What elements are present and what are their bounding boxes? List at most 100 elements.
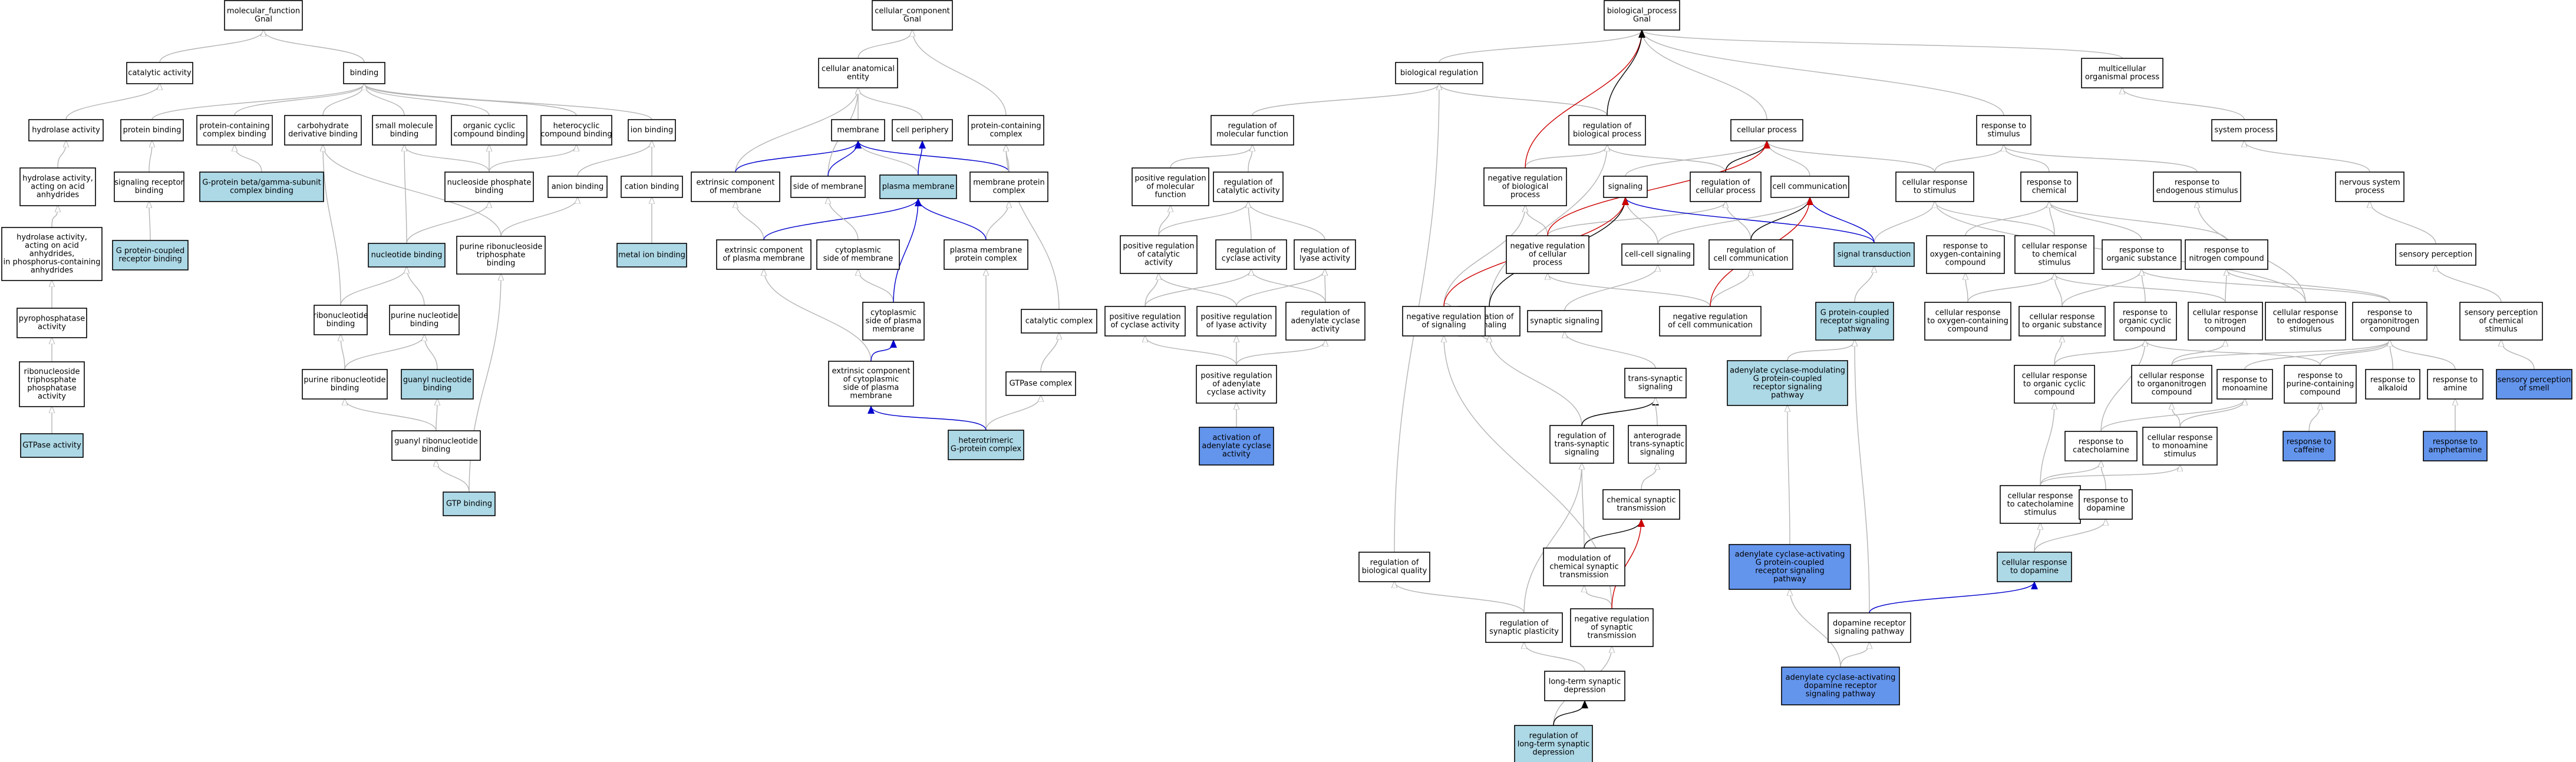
go-term-node-cation[interactable]: cation binding: [621, 176, 683, 198]
go-term-node-bioreg[interactable]: biological regulation: [1395, 62, 1483, 84]
go-term-node-protbind[interactable]: protein binding: [120, 119, 184, 141]
go-term-node-cellcellsig[interactable]: cell-cell signaling: [1621, 243, 1694, 266]
go-term-node-gtpbind[interactable]: GTP binding: [443, 491, 496, 516]
go-term-node-pm[interactable]: plasma membrane: [879, 174, 957, 199]
go-term-node-hydacid[interactable]: hydrolase activity,acting on acidanhydri…: [19, 167, 96, 206]
go-term-node-synsig[interactable]: synaptic signaling: [1527, 310, 1602, 332]
go-term-node-binding[interactable]: binding: [343, 62, 385, 84]
go-term-node-cellcomm[interactable]: cell communication: [1770, 176, 1849, 198]
go-term-node-metal[interactable]: metal ion binding: [616, 243, 687, 268]
go-term-node-catcomp[interactable]: catalytic complex: [1021, 309, 1097, 334]
go-term-node-nucbind[interactable]: nucleotide binding: [368, 243, 446, 268]
go-term-node-system[interactable]: system process: [2211, 119, 2277, 141]
go-term-node-sensory[interactable]: sensory perception: [2395, 243, 2476, 266]
go-term-node-gtpcomp[interactable]: GTPase complex: [1005, 371, 1076, 396]
go-term-node-periph[interactable]: cell periphery: [892, 119, 953, 141]
go-term-node-cellproc[interactable]: cellular process: [1730, 119, 1803, 141]
go-term-node-hydphos[interactable]: hydrolase activity,acting on acidanhydri…: [1, 227, 103, 281]
go-term-node-ionbind[interactable]: ion binding: [628, 119, 676, 141]
go-term-node-gtpase[interactable]: GTPase activity: [20, 433, 84, 458]
go-term-node-rnstp[interactable]: ribonucleosidetriphosphatephosphataseact…: [19, 361, 85, 407]
go-term-node-sidemem[interactable]: side of membrane: [790, 176, 866, 198]
go-term-node-signaling[interactable]: signaling: [1603, 176, 1648, 198]
